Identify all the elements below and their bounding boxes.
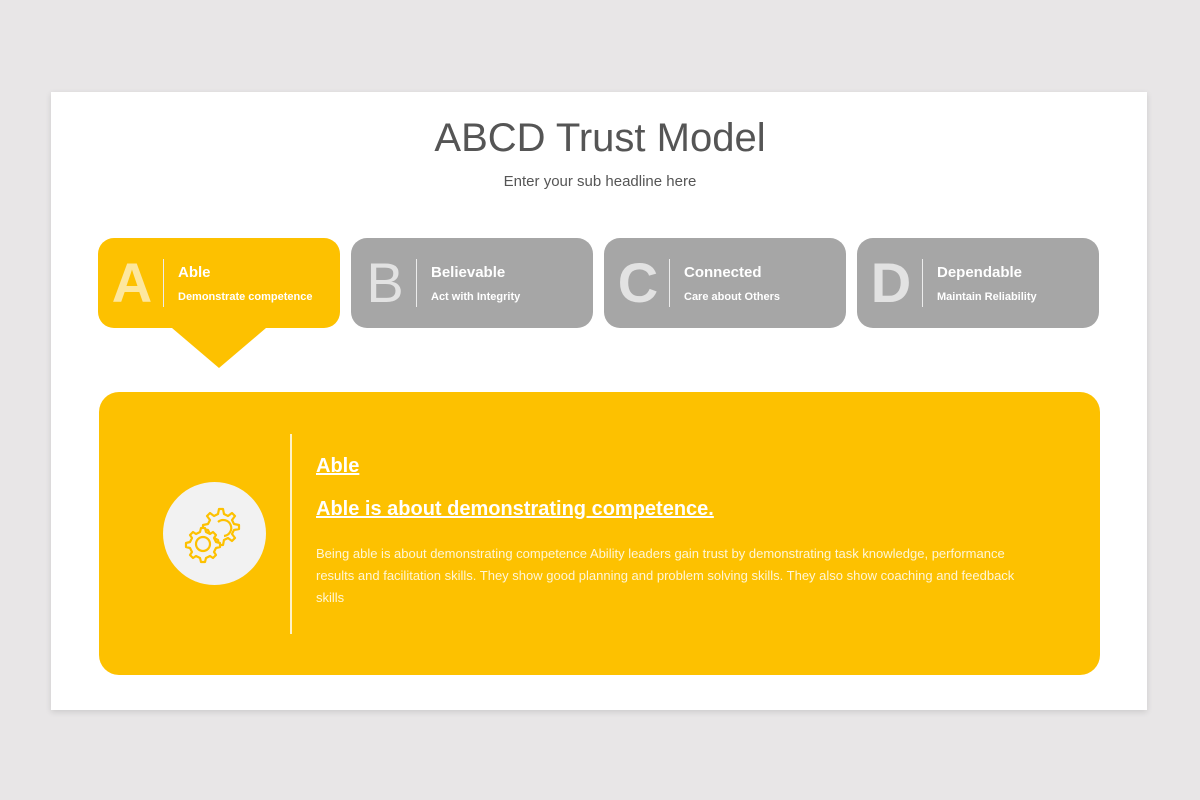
page-subtitle: Enter your sub headline here [503,173,697,190]
tab-letter: B [366,251,404,314]
tab-able[interactable]: A Able Demonstrate competence [98,238,340,328]
page-title: ABCD Trust Model [434,116,766,160]
icon-circle [163,482,266,585]
tab-letter: D [870,251,912,314]
active-tab-pointer [172,328,266,368]
tab-desc: Demonstrate competence [178,291,313,303]
tab-divider [163,259,164,307]
tab-desc: Care about Others [684,291,780,303]
tab-dependable[interactable]: D Dependable Maintain Reliability [857,238,1099,328]
gears-icon [184,507,241,564]
tab-letter: A [111,251,153,314]
tab-divider [922,259,923,307]
tab-divider [669,259,670,307]
tab-divider [416,259,417,307]
tab-letter: C [617,251,659,314]
detail-panel: Able Able is about demonstrating compete… [99,392,1100,675]
detail-heading: Able [316,455,360,477]
detail-subheading: Able is about demonstrating competence. [316,498,714,520]
tab-believable[interactable]: B Believable Act with Integrity [351,238,593,328]
panel-divider [290,434,292,634]
tab-name: Believable [431,264,506,281]
tab-name: Able [178,264,211,281]
tab-desc: Act with Integrity [431,291,521,303]
detail-body: Being able is about demonstrating compet… [316,546,1015,605]
tab-connected[interactable]: C Connected Care about Others [604,238,846,328]
tab-name: Dependable [937,264,1023,281]
tab-name: Connected [684,264,762,281]
tab-desc: Maintain Reliability [937,291,1037,303]
